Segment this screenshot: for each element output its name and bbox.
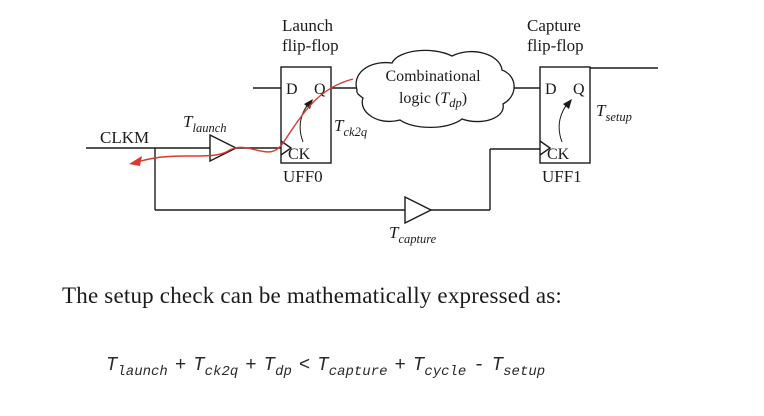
launch-ff-box [280, 66, 332, 164]
setup-check-caption: The setup check can be mathematically ex… [62, 283, 563, 308]
launch-ff-title-line1: Launch [282, 16, 333, 35]
combinational-logic-cloud [355, 49, 515, 128]
t-setup-label: Tsetup [596, 101, 632, 124]
setup-formula: Tlaunch + Tck2q + Tdp < Tcapture + Tcycle-Tsetup [106, 354, 545, 380]
formula-operator: - [473, 354, 485, 376]
formula-operator: + [394, 354, 406, 376]
formula-term-cycle: Tcycle [412, 354, 467, 380]
launch-ff-d-pin: D [286, 81, 298, 98]
launch-ff-ck-pin: CK [288, 146, 311, 163]
formula-term-dp: Tdp [263, 354, 292, 380]
capture-ff-title-line1: Capture [527, 16, 581, 35]
formula-operator: < [298, 354, 311, 376]
capture-ff-arrowhead-icon [563, 99, 572, 109]
launch-ff-title-line2: flip-flop [282, 36, 339, 55]
launch-path-highlight [140, 78, 354, 162]
capture-ff-ck-pin: CK [547, 146, 570, 163]
capture-ff-d-pin: D [545, 81, 557, 98]
clkm-label: CLKM [100, 128, 149, 147]
t-ck2q-label: Tck2q [334, 116, 367, 139]
formula-term-launch: Tlaunch [106, 354, 168, 380]
formula-operator: + [245, 354, 257, 376]
launch-path-arrowhead-icon [129, 156, 142, 166]
formula-operator: + [174, 354, 187, 376]
capture-ff-ck-to-q-arrow-icon [558, 101, 570, 143]
launch-ff-clock-wedge-icon [280, 140, 293, 156]
launch-ff-arrowhead-icon [304, 99, 313, 109]
capture-ff-box [539, 66, 591, 164]
formula-term-ck2q: Tck2q [193, 354, 239, 380]
formula-term-setup: Tsetup [491, 354, 546, 380]
cloud-label-line1: Combinational [385, 68, 481, 85]
capture-ff-clock-wedge-icon [539, 140, 552, 156]
timing-diagram: Launch flip-flop Capture flip-flop D Q C… [86, 16, 658, 246]
capture-ff-q-pin: Q [573, 81, 585, 98]
launch-clock-buffer-icon [209, 133, 238, 163]
capture-clock-buffer-icon [404, 195, 433, 225]
cloud-label-line2: logic (Tdp) [399, 90, 467, 110]
t-capture-label: Tcapture [389, 223, 437, 246]
capture-ff-name: UFF1 [542, 167, 582, 186]
launch-ff-name: UFF0 [283, 167, 323, 186]
t-launch-label: Tlaunch [183, 112, 227, 135]
capture-ff-title-line2: flip-flop [527, 36, 584, 55]
formula-term-capture: Tcapture [317, 354, 388, 380]
